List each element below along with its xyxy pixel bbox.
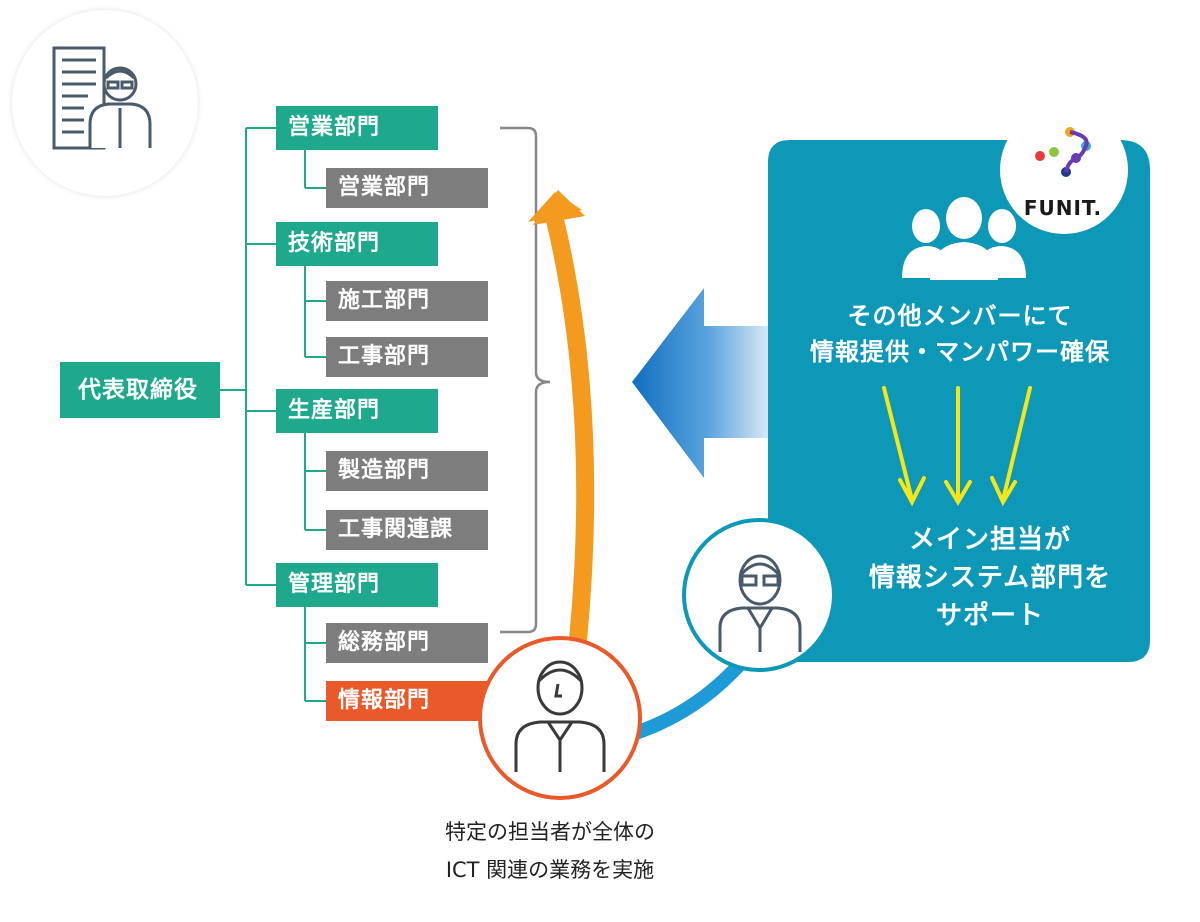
big-left-arrow (632, 288, 770, 478)
support-text-line3: サポート (935, 601, 1044, 631)
org-connectors (220, 127, 326, 702)
sub-sales: 営業部門 (326, 168, 488, 208)
dept-tech: 技術部門 (276, 222, 438, 266)
bracket (500, 126, 551, 634)
dept-production: 生産部門 (276, 389, 438, 433)
sub-works: 工事部門 (326, 337, 488, 377)
caption-line2: ICT 関連の業務を実施 (445, 858, 655, 882)
funit-logo-mark-icon (1035, 127, 1091, 177)
members-text-line2: 情報提供・マンパワー確保 (810, 338, 1110, 366)
person-icon (514, 660, 606, 772)
orange-curved-arrow (546, 217, 595, 641)
sub-general-affairs: 総務部門 (326, 623, 488, 663)
person-icon (718, 554, 802, 652)
support-text-line1: メイン担当が (908, 525, 1071, 555)
building-with-person-icon (52, 46, 152, 150)
support-text-line2: 情報システム部門を (868, 563, 1112, 593)
sub-manufacturing: 製造部門 (326, 451, 488, 491)
caption-line1: 特定の担当者が全体の (445, 820, 655, 844)
funit-logo-text: FUNIT. (1023, 196, 1103, 220)
sub-works-related: 工事関連課 (326, 510, 488, 550)
ceo-box: 代表取締役 (60, 362, 220, 418)
dept-admin: 管理部門 (276, 563, 438, 607)
yellow-arrows (882, 386, 1032, 507)
dept-sales: 営業部門 (276, 106, 438, 150)
sub-information: 情報部門 (326, 681, 488, 721)
group-people-icon (902, 197, 1026, 280)
members-text-line1: その他メンバーにて (847, 302, 1073, 330)
sub-construction: 施工部門 (326, 281, 488, 321)
